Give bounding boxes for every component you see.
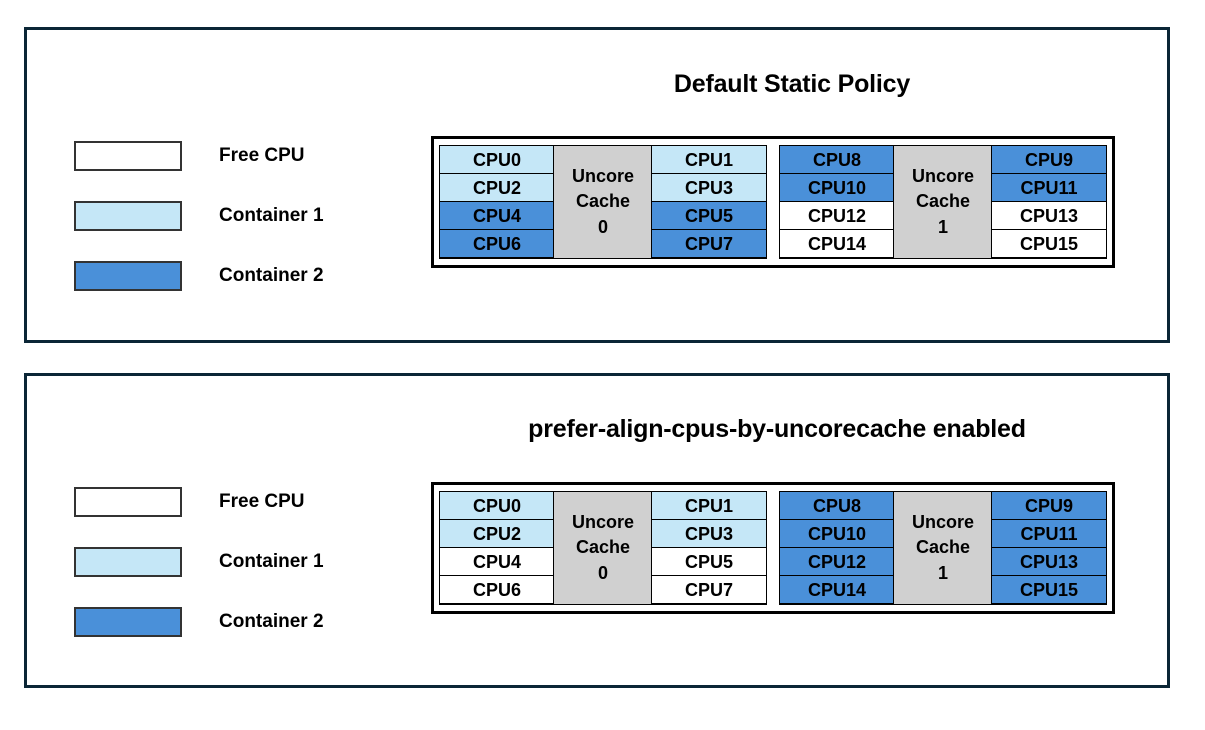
panel-default-static-policy: Default Static Policy Free CPU Container…	[24, 27, 1170, 343]
cpu-cell: CPU7	[651, 229, 767, 258]
cpu-cell: CPU4	[439, 201, 555, 230]
cpu-cell: CPU8	[779, 491, 895, 520]
legend-label-free-cpu: Free CPU	[219, 491, 305, 512]
cpu-cell: CPU6	[439, 229, 555, 258]
legend-label-container-2: Container 2	[219, 611, 324, 632]
legend-item-free-cpu: Free CPU	[74, 126, 324, 186]
cpu-cell: CPU7	[651, 575, 767, 604]
cpu-column-left: CPU0 CPU2 CPU4 CPU6	[439, 145, 555, 258]
uncore-cache-block: Uncore Cache 0	[553, 491, 653, 605]
cpu-cell: CPU14	[779, 575, 895, 604]
cpu-cell: CPU13	[991, 547, 1107, 576]
cpu-cell: CPU15	[991, 229, 1107, 258]
cpu-cell: CPU9	[991, 491, 1107, 520]
cache-group-0: CPU0 CPU2 CPU4 CPU6 Uncore Cache 0 CPU1 …	[439, 145, 767, 259]
cpu-column-left: CPU8 CPU10 CPU12 CPU14	[779, 491, 895, 604]
cpu-cell: CPU14	[779, 229, 895, 258]
cache-group-0: CPU0 CPU2 CPU4 CPU6 Uncore Cache 0 CPU1 …	[439, 491, 767, 605]
uncore-cache-label-line1: Uncore	[571, 511, 634, 532]
cpu-cell: CPU1	[651, 491, 767, 520]
cpu-cell: CPU2	[439, 519, 555, 548]
uncore-cache-index: 0	[597, 216, 608, 237]
uncore-cache-label-line2: Cache	[915, 537, 971, 558]
panel-prefer-align-cpus-by-uncorecache: prefer-align-cpus-by-uncorecache enabled…	[24, 373, 1170, 688]
legend: Free CPU Container 1 Container 2	[74, 126, 324, 306]
cache-group-1: CPU8 CPU10 CPU12 CPU14 Uncore Cache 1 CP…	[779, 491, 1107, 605]
cpu-topology-diagram: CPU0 CPU2 CPU4 CPU6 Uncore Cache 0 CPU1 …	[431, 136, 1115, 268]
cpu-cell: CPU9	[991, 145, 1107, 174]
uncore-cache-block: Uncore Cache 1	[893, 145, 993, 259]
cpu-cell: CPU0	[439, 491, 555, 520]
uncore-cache-label-line2: Cache	[915, 191, 971, 212]
cpu-cell: CPU6	[439, 575, 555, 604]
uncore-cache-label-line1: Uncore	[911, 165, 974, 186]
legend-label-free-cpu: Free CPU	[219, 145, 305, 166]
legend-label-container-2: Container 2	[219, 265, 324, 286]
cpu-cell: CPU8	[779, 145, 895, 174]
page-title: prefer-align-cpus-by-uncorecache enabled	[528, 415, 1026, 443]
uncore-cache-label-line2: Cache	[575, 537, 631, 558]
cpu-cell: CPU0	[439, 145, 555, 174]
cpu-topology-diagram: CPU0 CPU2 CPU4 CPU6 Uncore Cache 0 CPU1 …	[431, 482, 1115, 614]
legend-swatch-free-cpu	[74, 141, 182, 171]
legend-item-container-2: Container 2	[74, 592, 324, 652]
uncore-cache-index: 1	[937, 216, 948, 237]
cpu-cell: CPU3	[651, 173, 767, 202]
legend-swatch-container-1	[74, 201, 182, 231]
cache-group-1: CPU8 CPU10 CPU12 CPU14 Uncore Cache 1 CP…	[779, 145, 1107, 259]
cpu-column-right: CPU9 CPU11 CPU13 CPU15	[991, 491, 1107, 604]
cpu-column-left: CPU0 CPU2 CPU4 CPU6	[439, 491, 555, 604]
page-title: Default Static Policy	[673, 70, 911, 98]
cpu-column-right: CPU1 CPU3 CPU5 CPU7	[651, 145, 767, 258]
cpu-cell: CPU5	[651, 547, 767, 576]
legend-item-container-1: Container 1	[74, 186, 324, 246]
legend-swatch-container-2	[74, 607, 182, 637]
cpu-column-right: CPU1 CPU3 CPU5 CPU7	[651, 491, 767, 604]
cpu-cell: CPU1	[651, 145, 767, 174]
cpu-cell: CPU2	[439, 173, 555, 202]
legend-swatch-container-1	[74, 547, 182, 577]
uncore-cache-label-line2: Cache	[575, 191, 631, 212]
legend-item-free-cpu: Free CPU	[74, 472, 324, 532]
legend-label-container-1: Container 1	[219, 205, 324, 226]
cpu-cell: CPU12	[779, 547, 895, 576]
legend-item-container-2: Container 2	[74, 246, 324, 306]
cpu-cell: CPU11	[991, 519, 1107, 548]
uncore-cache-block: Uncore Cache 0	[553, 145, 653, 259]
cpu-cell: CPU13	[991, 201, 1107, 230]
legend-label-container-1: Container 1	[219, 551, 324, 572]
legend-item-container-1: Container 1	[74, 532, 324, 592]
cpu-cell: CPU10	[779, 173, 895, 202]
uncore-cache-label-line1: Uncore	[911, 511, 974, 532]
cpu-cell: CPU5	[651, 201, 767, 230]
cpu-cell: CPU3	[651, 519, 767, 548]
cpu-cell: CPU11	[991, 173, 1107, 202]
cpu-cell: CPU15	[991, 575, 1107, 604]
cpu-cell: CPU4	[439, 547, 555, 576]
cpu-column-left: CPU8 CPU10 CPU12 CPU14	[779, 145, 895, 258]
uncore-cache-index: 1	[937, 562, 948, 583]
cpu-cell: CPU10	[779, 519, 895, 548]
uncore-cache-label-line1: Uncore	[571, 165, 634, 186]
legend-swatch-free-cpu	[74, 487, 182, 517]
uncore-cache-index: 0	[597, 562, 608, 583]
cpu-cell: CPU12	[779, 201, 895, 230]
legend-swatch-container-2	[74, 261, 182, 291]
legend: Free CPU Container 1 Container 2	[74, 472, 324, 652]
uncore-cache-block: Uncore Cache 1	[893, 491, 993, 605]
cpu-column-right: CPU9 CPU11 CPU13 CPU15	[991, 145, 1107, 258]
